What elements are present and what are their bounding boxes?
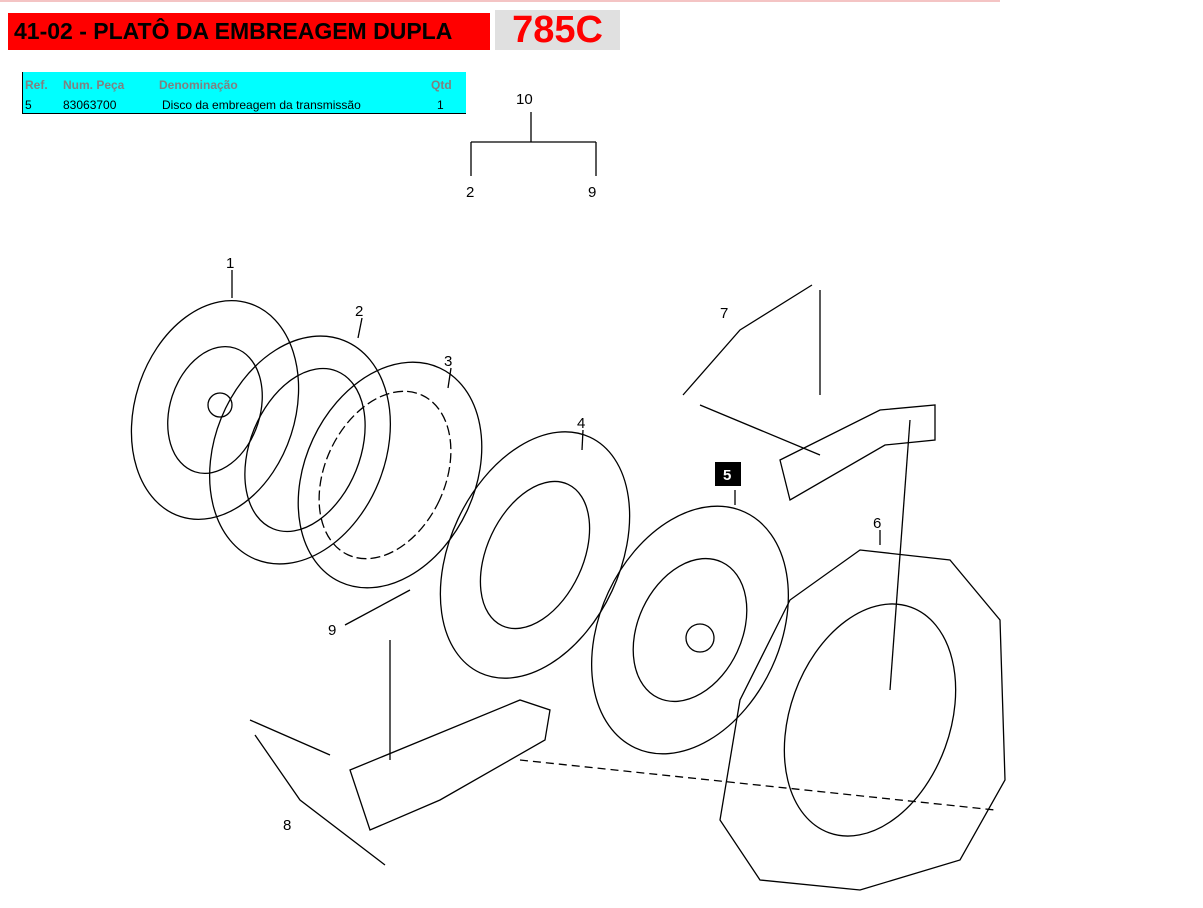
top-border bbox=[0, 0, 1000, 2]
model-badge: 785C bbox=[495, 10, 620, 50]
col-part-number: Num. Peça bbox=[63, 78, 125, 92]
kit-tree: 10 2 9 bbox=[466, 91, 597, 201]
callout-1[interactable]: 1 bbox=[226, 255, 234, 272]
callout-7[interactable]: 7 bbox=[720, 305, 728, 322]
col-description: Denominação bbox=[159, 78, 238, 92]
part-7-lever bbox=[699, 290, 936, 691]
part-4-plate bbox=[439, 431, 631, 679]
callout-3[interactable]: 3 bbox=[444, 353, 452, 370]
callout-6[interactable]: 6 bbox=[873, 515, 881, 532]
part-1-disc bbox=[130, 300, 300, 520]
callout-8[interactable]: 8 bbox=[283, 817, 291, 834]
part-6-pressure-plate bbox=[719, 549, 1006, 891]
part-5-disc bbox=[591, 505, 789, 755]
part-2-plate bbox=[208, 335, 392, 565]
part-8-lever bbox=[249, 640, 996, 831]
callout-2[interactable]: 2 bbox=[355, 303, 363, 320]
cell-description[interactable]: Disco da embreagem da transmissão bbox=[162, 98, 361, 112]
callout-5[interactable]: 5 bbox=[723, 467, 731, 484]
kit-label-9[interactable]: 9 bbox=[588, 184, 596, 201]
part-3-plate bbox=[297, 361, 483, 589]
callout-9[interactable]: 9 bbox=[328, 622, 336, 639]
callout-4[interactable]: 4 bbox=[577, 415, 585, 432]
parts-table: Ref. Num. Peça Denominação Qtd 5 8306370… bbox=[22, 72, 466, 114]
leader-lines bbox=[231, 270, 881, 866]
col-ref: Ref. bbox=[25, 78, 48, 92]
col-qty: Qtd bbox=[431, 78, 452, 92]
kit-label-2[interactable]: 2 bbox=[466, 184, 474, 201]
cell-qty[interactable]: 1 bbox=[437, 98, 444, 112]
callout-5-highlight bbox=[715, 462, 741, 486]
page-title: 41-02 - PLATÔ DA EMBREAGEM DUPLA bbox=[8, 13, 490, 50]
cell-ref[interactable]: 5 bbox=[25, 98, 32, 112]
kit-label-10[interactable]: 10 bbox=[516, 91, 533, 108]
cell-part-number[interactable]: 83063700 bbox=[63, 98, 117, 112]
